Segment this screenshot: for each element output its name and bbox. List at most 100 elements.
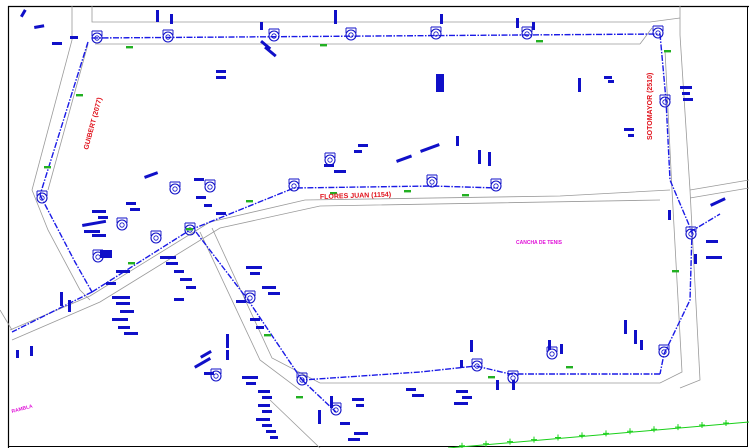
annotation-mark: [124, 332, 138, 335]
annotation-mark: [204, 204, 212, 207]
street-label-guibert: GUIBERT (2077): [83, 97, 104, 151]
street-outline: [91, 6, 681, 23]
manhole-icon: [546, 346, 558, 360]
annotation-mark: [130, 208, 140, 211]
measure-mark: [296, 396, 303, 399]
annotation-mark: [82, 219, 107, 227]
annotation-mark: [250, 318, 260, 321]
street-outlines: [0, 6, 749, 448]
rail-tick: [699, 422, 705, 429]
annotation-mark: [262, 424, 272, 427]
annotation-mark: [196, 196, 206, 199]
measure-marks: [44, 40, 679, 399]
pipe-segment: [11, 291, 93, 333]
annotation-mark: [92, 234, 106, 237]
annotation-mark: [256, 326, 264, 329]
rail-tick: [483, 440, 489, 447]
annotation-mark: [242, 376, 258, 379]
annotation-mark: [174, 270, 184, 273]
annotation-mark: [352, 398, 364, 401]
annotation-mark: [116, 302, 130, 305]
annotation-mark: [116, 270, 130, 273]
annotation-mark: [20, 9, 27, 18]
manhole-symbols: [36, 25, 697, 416]
annotation-mark: [396, 154, 413, 163]
annotation-mark: [226, 350, 229, 360]
street-outline: [47, 43, 89, 191]
manhole-icon: [430, 26, 442, 40]
measure-mark: [536, 40, 543, 43]
annotation-mark: [604, 76, 612, 79]
annotation-mark: [460, 360, 463, 368]
annotation-mark: [516, 18, 519, 28]
measure-mark: [246, 200, 253, 203]
annotation-mark: [194, 178, 204, 181]
annotation-mark: [216, 212, 226, 215]
annotation-mark: [560, 344, 563, 354]
pipe-segment: [301, 365, 660, 381]
street-outline: [639, 27, 653, 45]
street-outline: [31, 6, 73, 191]
annotation-mark: [356, 404, 364, 407]
measure-mark: [320, 44, 327, 47]
annotation-mark: [268, 292, 280, 295]
pipe-segment: [689, 213, 721, 233]
measure-mark: [664, 50, 671, 53]
annotation-mark: [156, 10, 159, 22]
annotation-mark: [216, 70, 226, 73]
annotation-mark: [160, 256, 176, 259]
annotation-mark: [512, 380, 515, 390]
measure-mark: [672, 270, 679, 273]
annotation-mark: [682, 92, 690, 95]
annotation-mark: [106, 282, 116, 285]
annotation-mark: [166, 262, 178, 265]
rail-tick: [675, 424, 681, 431]
annotation-mark: [680, 86, 692, 89]
annotation-mark: [548, 340, 551, 350]
annotation-mark: [478, 150, 481, 164]
pipe-segment: [659, 33, 693, 375]
measure-mark: [264, 334, 271, 337]
annotation-mark: [30, 346, 33, 356]
annotation-mark: [70, 36, 78, 39]
rail-tick: [651, 426, 657, 433]
street-outline: [199, 231, 301, 391]
annotation-mark: [358, 144, 368, 147]
manhole-icon: [490, 178, 502, 192]
area-label-cancha: CANCHA DE TENIS: [516, 240, 563, 246]
annotation-mark: [194, 357, 212, 369]
measure-mark: [462, 194, 469, 197]
measure-mark: [186, 228, 193, 231]
street-label-sotomayor: SOTOMAYOR (2510): [647, 73, 654, 140]
annotation-mark: [250, 272, 260, 275]
annotation-mark: [256, 418, 270, 421]
annotation-mark: [668, 210, 671, 220]
annotation-mark: [462, 396, 472, 399]
annotation-mark: [180, 278, 192, 281]
annotation-mark: [624, 320, 627, 334]
annotation-mark: [174, 298, 184, 301]
street-label-flores-juan: FLORES JUAN (1154): [320, 192, 391, 201]
annotation-mark: [440, 14, 443, 24]
annotation-mark: [683, 98, 693, 101]
annotation-mark: [100, 250, 112, 258]
measure-mark: [404, 190, 411, 193]
annotation-mark: [456, 390, 468, 393]
measure-mark: [566, 366, 573, 369]
street-outline: [689, 187, 749, 199]
annotation-mark: [706, 240, 718, 243]
annotation-mark: [260, 22, 263, 30]
annotation-mark: [200, 350, 212, 359]
measure-mark: [488, 376, 495, 379]
annotation-mark: [262, 410, 272, 413]
street-outline: [11, 199, 661, 341]
annotation-mark: [112, 318, 128, 321]
manhole-icon: [91, 30, 103, 44]
manhole-icon: [162, 29, 174, 43]
annotation-mark: [334, 170, 346, 173]
annotation-mark: [170, 14, 173, 24]
annotation-mark: [624, 128, 634, 131]
annotation-mark: [236, 300, 246, 303]
measure-mark: [76, 94, 83, 97]
rail-tick: [507, 438, 513, 445]
